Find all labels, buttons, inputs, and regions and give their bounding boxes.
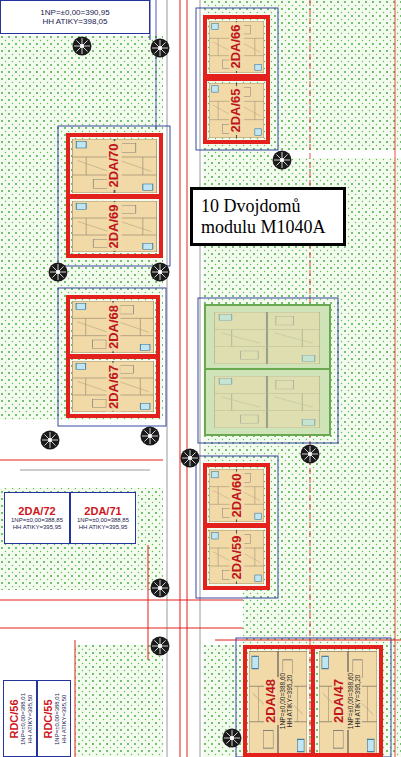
house-plot: 2DA/66 — [203, 15, 270, 78]
level-box: 1NP=±0,00=390,95HH ATIKY=398,05 — [0, 0, 150, 34]
house-plot: 2DA/67 — [66, 355, 160, 418]
plot-number: 2DA/68 — [106, 302, 121, 350]
height-note: 1NP=±0,00=388,01 — [53, 693, 60, 745]
plot-number: 2DA/59 — [229, 533, 244, 581]
label-group: 2DA/59 — [207, 528, 266, 586]
house-plot: 2DA/721NP=±0,00=388,85HH ATIKY=395,95 — [4, 492, 70, 544]
plot-number: 2DA/70 — [107, 141, 122, 189]
label-group: RDC/561NP=±0,00=388,01HH ATIKY=395,50 — [4, 681, 36, 756]
label-group: 1NP=±0,00=390,95HH ATIKY=398,05 — [1, 1, 149, 33]
house-plot: RDC/561NP=±0,00=388,01HH ATIKY=395,50 — [3, 680, 37, 757]
label-group: 2DA/70 — [70, 137, 159, 194]
plot-number: 2DA/48 — [264, 677, 279, 725]
plot-number: 2DA/47 — [332, 677, 347, 725]
label-group: 2DA/66 — [207, 19, 266, 74]
height-note: HH ATIKY=395,50 — [60, 694, 67, 743]
callout-box: 10 Dvojdomů modulu M1040A — [190, 187, 346, 246]
plot-number: 2DA/67 — [106, 362, 121, 410]
house-plot: 2DA/60 — [203, 463, 270, 527]
house-plot: 2DA/65 — [203, 77, 270, 144]
plot-number: 2DA/65 — [229, 86, 244, 134]
height-note: HH ATIKY=395,95 — [79, 524, 128, 531]
height-note: HH ATIKY=395,20 — [286, 674, 293, 729]
height-note: HH ATIKY=398,05 — [43, 17, 108, 26]
plot-number: 2DA/72 — [18, 505, 55, 518]
plot-number: 2DA/66 — [229, 22, 244, 70]
house-plot: 2DA/68 — [66, 295, 160, 358]
height-note: 1NP=±0,00=388,85 — [77, 517, 129, 524]
label-group: 2DA/481NP=±0,00=388,60HH ATIKY=395,20 — [247, 649, 311, 753]
plot-number: RDC/55 — [41, 699, 54, 738]
height-note: HH ATIKY=395,20 — [354, 674, 361, 729]
label-group: 2DA/721NP=±0,00=388,85HH ATIKY=395,95 — [5, 493, 69, 543]
height-note: 1NP=±0,00=388,60 — [279, 672, 286, 730]
house-plot: 2DA/711NP=±0,00=388,85HH ATIKY=395,95 — [70, 492, 136, 544]
label-group: 2DA/65 — [207, 81, 266, 140]
label-group: 2DA/69 — [70, 199, 159, 254]
label-group: 2DA/711NP=±0,00=388,85HH ATIKY=395,95 — [71, 493, 135, 543]
plot-number: RDC/56 — [7, 699, 20, 738]
house-plot: 2DA/481NP=±0,00=388,60HH ATIKY=395,20 — [243, 645, 315, 757]
house-plot: RDC/551NP=±0,00=388,01HH ATIKY=395,50 — [37, 680, 71, 757]
height-note: HH ATIKY=395,50 — [26, 694, 33, 743]
house-plot: 2DA/59 — [203, 524, 270, 590]
plot-number: 2DA/71 — [84, 505, 121, 518]
house-plot: 2DA/471NP=±0,00=388,60HH ATIKY=395,20 — [311, 645, 383, 757]
plot-number: 2DA/69 — [107, 202, 122, 250]
plot-number: 1NP=±0,00=390,95 — [40, 8, 109, 17]
plot-outlines — [58, 8, 391, 757]
label-group: 10 Dvojdomů modulu M1040A — [193, 190, 343, 243]
height-note: 1NP=±0,00=388,01 — [19, 693, 26, 745]
plot-number: 2DA/60 — [229, 471, 244, 519]
label-group: 2DA/68 — [70, 299, 156, 354]
house-plot: 2DA/69 — [66, 195, 163, 258]
house-plot: 2DA/70 — [66, 133, 163, 198]
height-note: HH ATIKY=395,95 — [13, 524, 62, 531]
plot-number: 10 Dvojdomů modulu M1040A — [201, 196, 335, 237]
trees — [41, 37, 320, 748]
label-group: 2DA/471NP=±0,00=388,60HH ATIKY=395,20 — [315, 649, 379, 753]
other-building — [205, 305, 330, 435]
label-group: 2DA/67 — [70, 359, 156, 414]
label-group: RDC/551NP=±0,00=388,01HH ATIKY=395,50 — [38, 681, 70, 756]
height-note: 1NP=±0,00=388,85 — [11, 517, 63, 524]
label-group: 2DA/60 — [207, 467, 266, 523]
height-note: 1NP=±0,00=388,60 — [347, 672, 354, 730]
